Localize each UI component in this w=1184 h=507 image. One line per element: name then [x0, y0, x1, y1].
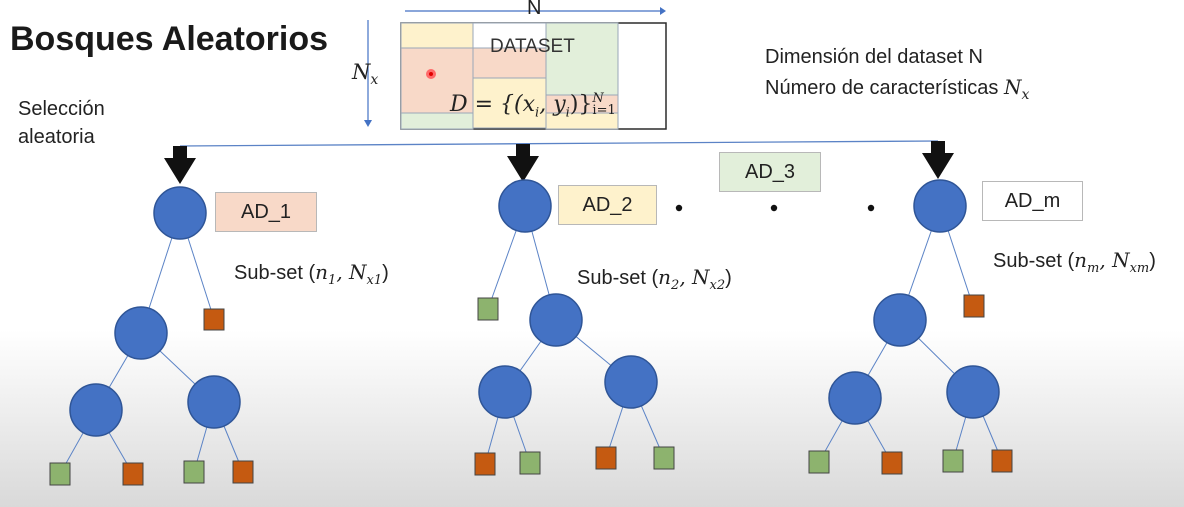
leaf-orange	[963, 294, 985, 318]
node-root-1	[153, 186, 207, 240]
leaf-green	[183, 460, 205, 484]
ellipsis-dot	[867, 204, 875, 212]
leaf-green	[477, 297, 499, 321]
leaf-orange	[595, 446, 617, 470]
subset-label-1: Sub-set (n1, Nx1)	[234, 260, 389, 288]
tree-nodes	[69, 179, 1000, 437]
node-1-l	[114, 306, 168, 360]
node-root-m	[913, 179, 967, 233]
dataset-label: DATASET	[490, 36, 575, 57]
ad-label-2: AD_2	[558, 185, 657, 225]
leaf-orange	[881, 451, 903, 475]
distribution-line	[179, 140, 939, 147]
leaf-green	[49, 462, 71, 486]
subset-label-m: Sub-set (nm, Nxm)	[993, 248, 1156, 276]
dataset-cell	[545, 22, 619, 96]
leaf-orange	[232, 460, 254, 484]
ellipsis-dot	[675, 204, 683, 212]
leaf-orange	[203, 308, 225, 331]
dataset-cell	[472, 47, 547, 79]
arrow-tree-m	[922, 141, 954, 179]
leaf-green	[653, 446, 675, 470]
nx-axis-arrowhead	[364, 120, 372, 127]
dataset-block	[364, 7, 667, 130]
node-2-rr	[604, 355, 658, 409]
node-m-ll	[828, 371, 882, 425]
node-root-2	[498, 179, 552, 233]
tree-leaves	[49, 294, 1013, 486]
leaf-orange	[122, 462, 144, 486]
dataset-cell	[472, 77, 547, 129]
features-text: Número de características Nx	[765, 75, 1030, 103]
leaf-green	[519, 451, 541, 475]
ad-label-1: AD_1	[215, 192, 317, 232]
node-2-r	[529, 293, 583, 347]
dataset-cell	[400, 47, 474, 114]
n-axis-arrowhead	[660, 7, 666, 15]
node-m-l	[873, 293, 927, 347]
features-var: Nx	[1003, 75, 1030, 103]
ad-label-m: AD_m	[982, 181, 1083, 221]
nx-axis-label: Nx	[352, 60, 379, 89]
page-title: Bosques Aleatorios	[10, 20, 329, 58]
leaf-orange	[991, 449, 1013, 473]
dataset-cell	[545, 112, 619, 130]
leaf-green	[808, 450, 830, 474]
node-1-lr	[187, 375, 241, 429]
node-1-ll	[69, 383, 123, 437]
leaf-orange	[474, 452, 496, 476]
dataset-cell	[400, 22, 474, 49]
leaf-green	[942, 449, 964, 473]
selection-label: Selección aleatoria	[18, 98, 105, 148]
selection-arrows	[164, 141, 954, 184]
n-axis-label: N	[527, 0, 542, 19]
node-2-rl	[478, 365, 532, 419]
node-m-lr	[946, 365, 1000, 419]
dataset-description: Dimensión del dataset N Número de caract…	[765, 42, 1029, 110]
pointer-dot-center	[429, 72, 433, 76]
arrow-tree-2	[507, 144, 539, 182]
arrow-tree-1	[164, 146, 196, 184]
ellipsis-dot	[770, 204, 778, 212]
dataset-cell	[400, 112, 474, 130]
dimension-text: Dimensión del dataset N	[765, 46, 983, 68]
subset-label-2: Sub-set (n2, Nx2)	[577, 265, 732, 293]
ad-label-3: AD_3	[719, 152, 821, 192]
